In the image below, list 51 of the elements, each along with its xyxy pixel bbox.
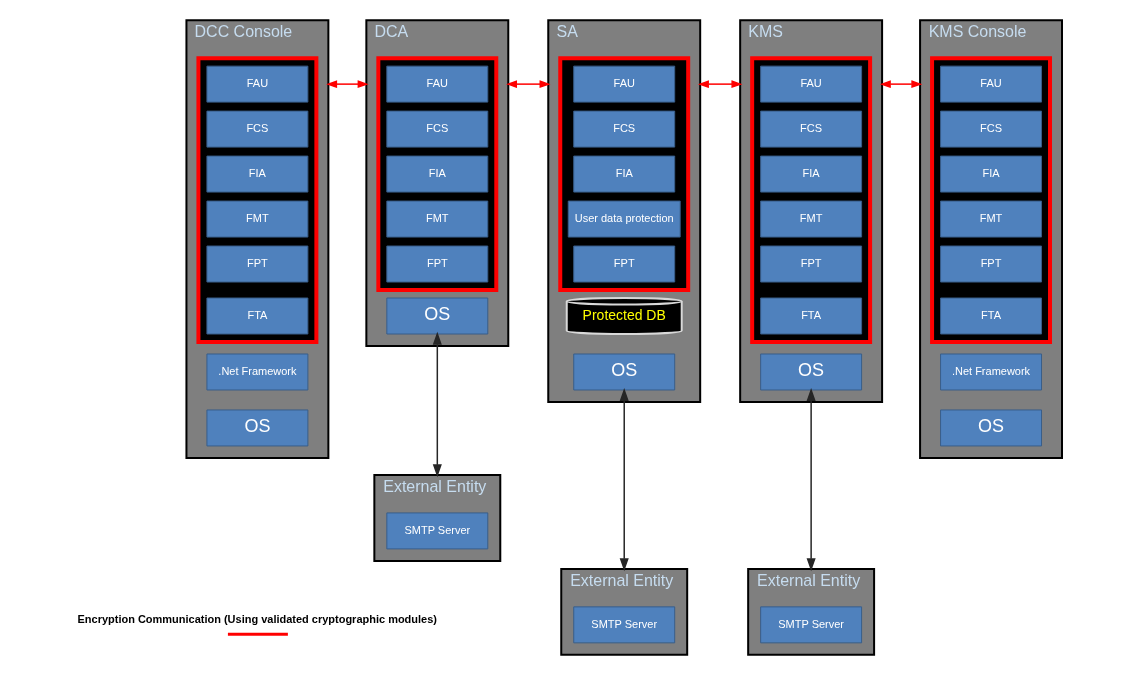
- node-box: FAU: [386, 65, 489, 103]
- node-box: FCS: [206, 110, 309, 148]
- node-box: OS: [760, 353, 863, 391]
- arrow: [506, 80, 551, 88]
- arrow: [806, 387, 816, 572]
- node-box: FAU: [940, 65, 1042, 103]
- node-box: FMT: [940, 200, 1042, 238]
- node-box: FAU: [573, 65, 676, 103]
- node-box: FTA: [940, 297, 1042, 335]
- arrow: [697, 80, 743, 88]
- node-box: FPT: [386, 245, 489, 283]
- node-box: FMT: [760, 200, 863, 238]
- node-box: OS: [573, 353, 676, 391]
- cluster: [196, 56, 319, 344]
- node-box: FCS: [940, 110, 1042, 148]
- cluster: [376, 56, 499, 292]
- node-box: FIA: [940, 155, 1042, 193]
- node-box: FPT: [760, 245, 863, 283]
- node-box: SMTP Server: [386, 512, 489, 550]
- arrow: [879, 80, 923, 88]
- node-box: SMTP Server: [573, 606, 676, 644]
- node-box: SMTP Server: [760, 606, 863, 644]
- legend-label: Encryption Communication (Using validated cryptographic modules): [77, 612, 437, 625]
- node-box: FCS: [760, 110, 863, 148]
- node-box: FPT: [573, 245, 676, 283]
- node-box: OS: [940, 409, 1042, 447]
- arrow: [432, 331, 442, 478]
- node-box: FMT: [206, 200, 309, 238]
- cluster: [750, 56, 873, 344]
- node-box: FIA: [386, 155, 489, 193]
- arrow: [619, 387, 629, 572]
- node-box: FAU: [760, 65, 863, 103]
- node-box: FIA: [760, 155, 863, 193]
- node-box: User data protection: [567, 200, 681, 238]
- arrow: [326, 80, 369, 88]
- node-box: FCS: [573, 110, 676, 148]
- cluster: [930, 56, 1052, 344]
- node-box: FIA: [206, 155, 309, 193]
- node-box: OS: [206, 409, 309, 447]
- node-box: OS: [386, 297, 489, 335]
- node-box: FPT: [206, 245, 309, 283]
- node-box: FCS: [386, 110, 489, 148]
- node-box: .Net Framework: [940, 353, 1042, 391]
- node-box: .Net Framework: [206, 353, 309, 391]
- node-box: FTA: [206, 297, 309, 335]
- node-box: FMT: [386, 200, 489, 238]
- node-box: FPT: [940, 245, 1042, 283]
- node-box: FAU: [206, 65, 309, 103]
- node-box: FIA: [573, 155, 676, 193]
- cluster: [558, 56, 691, 292]
- node-box: FTA: [760, 297, 863, 335]
